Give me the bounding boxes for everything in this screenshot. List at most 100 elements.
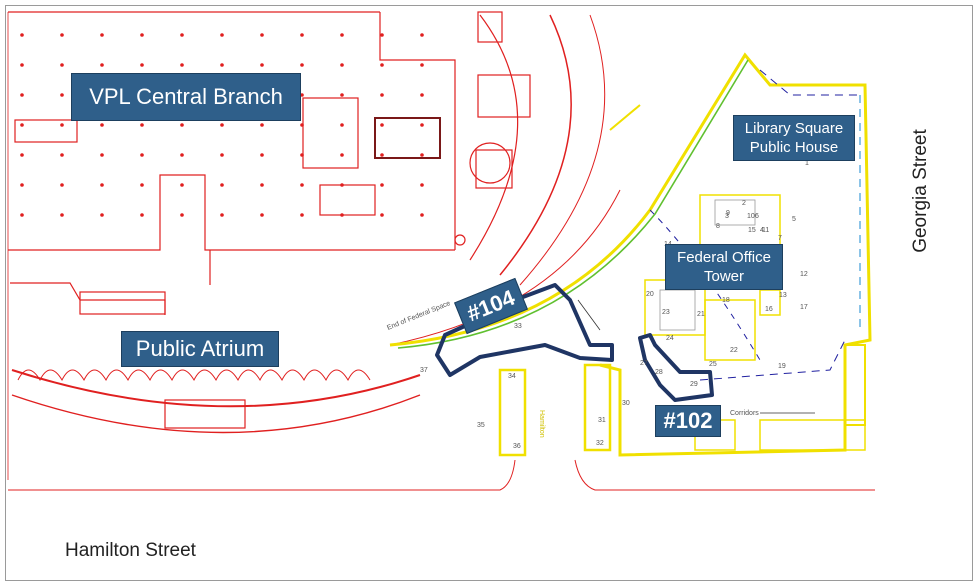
room-number: 27 [640,360,648,367]
room-number: 22 [730,347,738,354]
room-number: 4 [760,227,764,234]
column-dot [140,183,144,187]
room-number: 28 [655,369,663,376]
column-dot [140,123,144,127]
column-dot [420,213,424,217]
column-dot [220,183,224,187]
column-dot [340,93,344,97]
end-federal-text: End of Federal Space [386,300,452,332]
column-dot [180,153,184,157]
library-plan [7,11,621,480]
column-dot [220,213,224,217]
column-dot [180,63,184,67]
column-dot [420,33,424,37]
room-number: 29 [690,381,698,388]
column-dot [340,213,344,217]
library-columns [20,33,424,217]
column-dot [20,213,24,217]
column-dot [380,93,384,97]
column-dot [60,33,64,37]
unit-102-outline [638,333,714,402]
column-dot [60,123,64,127]
column-dot [180,183,184,187]
room-number: 36 [513,443,521,450]
room-number: 21 [697,311,705,318]
room-number: 15 [748,227,756,234]
room-numbers: 1234567891011121314151617181920212223242… [420,160,809,450]
column-dot [20,123,24,127]
column-dot [300,33,304,37]
column-dot [300,153,304,157]
column-dot [300,183,304,187]
room-number: 10 [747,213,755,220]
hamilton-street-label: Hamilton Street [65,540,196,561]
column-dot [220,153,224,157]
public-house-label: Library Square Public House [733,115,855,161]
vpl-central-branch-label: VPL Central Branch [71,73,301,121]
room-number: 1 [805,160,809,167]
room-number: 19 [778,363,786,370]
svg-text:Hamilton: Hamilton [538,410,545,438]
room-number: 9 [726,210,730,217]
column-dot [420,123,424,127]
column-dot [180,123,184,127]
column-dot [260,213,264,217]
column-dot [340,123,344,127]
column-dot [60,153,64,157]
room-number: 2 [742,200,746,207]
public-atrium-label: Public Atrium [121,331,279,367]
column-dot [60,213,64,217]
column-dot [260,33,264,37]
room-number: 17 [800,304,808,311]
column-dot [260,123,264,127]
column-dot [60,183,64,187]
room-number: 12 [800,271,808,278]
room-number: 34 [508,373,516,380]
column-dot [220,63,224,67]
column-dot [60,63,64,67]
street-edges [8,459,875,491]
room-number: 13 [779,292,787,299]
column-dot [260,63,264,67]
column-dot [380,123,384,127]
column-dot [380,33,384,37]
column-dot [340,153,344,157]
column-dot [340,63,344,67]
room-number: 35 [477,422,485,429]
room-number: 18 [722,297,730,304]
column-dot [20,183,24,187]
column-dot [140,33,144,37]
room-number: 31 [598,417,606,424]
column-dot [380,183,384,187]
room-number: 6 [755,213,759,220]
room-number: 33 [514,323,522,330]
georgia-street-label: Georgia Street [910,129,931,253]
unit-102-tag[interactable]: #102 [655,405,721,437]
column-dot [100,123,104,127]
column-dot [180,33,184,37]
column-dot [340,33,344,37]
column-dot [420,63,424,67]
column-dot [300,93,304,97]
column-dot [20,33,24,37]
room-number: 23 [662,309,670,316]
column-dot [100,183,104,187]
column-dot [100,153,104,157]
room-number: 32 [596,440,604,447]
column-dot [420,153,424,157]
map-frame [5,5,973,581]
room-number: 16 [765,306,773,313]
corridors-text: Corridors [730,410,759,417]
column-dot [420,93,424,97]
column-dot [300,123,304,127]
column-dot [100,33,104,37]
column-dot [180,213,184,217]
column-dot [60,93,64,97]
room-number: 3 [725,213,729,220]
column-dot [260,153,264,157]
column-dot [140,213,144,217]
room-number: 25 [709,361,717,368]
column-dot [380,213,384,217]
